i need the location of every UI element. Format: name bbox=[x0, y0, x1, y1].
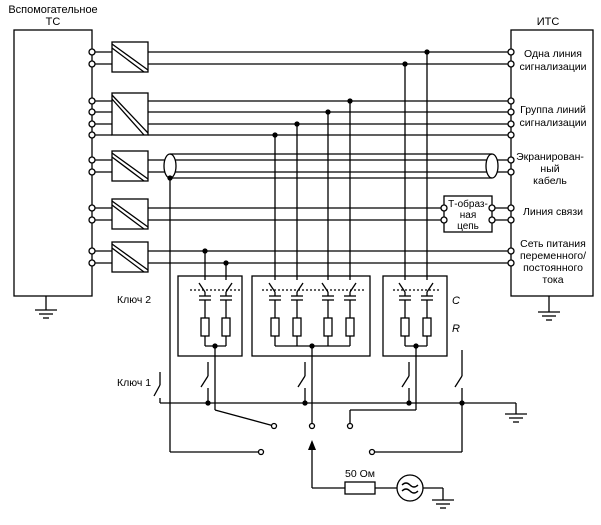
its-block: ИТС Одна линия сигнализации Группа линий… bbox=[510, 16, 594, 321]
its-label-power-1: Сеть питания bbox=[520, 238, 586, 250]
ground-generator-icon bbox=[432, 499, 454, 509]
its-label-shielded-2: ный bbox=[540, 163, 559, 175]
shielded-cable-shield bbox=[163, 153, 499, 179]
junction-dots bbox=[167, 49, 430, 266]
right-terminals bbox=[440, 48, 515, 267]
ground-bus-icon bbox=[505, 403, 527, 423]
cr-network-3 bbox=[382, 270, 448, 378]
cr-network-1 bbox=[177, 270, 243, 378]
t-network: Т-образ- ная цепь bbox=[443, 195, 493, 233]
coupling-device-2 bbox=[111, 92, 149, 136]
coupling-device-1 bbox=[111, 41, 149, 73]
its-label-power-4: тока bbox=[542, 274, 563, 286]
auxiliary-equipment-title-1: Вспомогательное bbox=[8, 4, 97, 16]
auxiliary-equipment-block: Вспомогательное ТС bbox=[8, 4, 98, 319]
its-label-signal-group-2: сигнализации bbox=[520, 117, 587, 129]
selector-arrow bbox=[308, 440, 316, 488]
t-network-label-2: ная bbox=[460, 210, 477, 221]
ground-left-icon bbox=[35, 309, 57, 319]
coupling-device-5 bbox=[111, 241, 149, 273]
its-label-comm-line: Линия связи bbox=[523, 206, 583, 218]
generator-icon bbox=[396, 474, 424, 502]
resistor-50-ohm-label: 50 Ом bbox=[345, 468, 375, 480]
its-label-power-3: постоянного bbox=[523, 262, 583, 274]
auxiliary-equipment-box bbox=[13, 29, 93, 297]
its-label-shielded-1: Экранирован- bbox=[516, 151, 584, 163]
t-network-label-3: цепь bbox=[457, 221, 479, 232]
key1-label: Ключ 1 bbox=[117, 377, 151, 389]
cr-branch bbox=[198, 270, 211, 346]
its-label-power-2: переменного/ bbox=[520, 250, 586, 262]
its-label-signal-line-1: Одна линия bbox=[524, 48, 582, 60]
main-lines bbox=[148, 51, 511, 264]
capacitor-label: C bbox=[452, 295, 460, 307]
its-title: ИТС bbox=[537, 16, 560, 28]
resistor-50-ohm bbox=[344, 481, 376, 495]
resistor-network-label: R bbox=[452, 323, 460, 335]
its-label-shielded-3: кабель bbox=[533, 175, 567, 187]
ground-right-icon bbox=[538, 311, 560, 321]
coupling-device-3 bbox=[111, 150, 149, 182]
its-label-signal-group-1: Группа линий bbox=[520, 104, 586, 116]
cr-network-2 bbox=[251, 270, 371, 378]
key-wiring bbox=[160, 350, 516, 453]
vertical-taps bbox=[169, 52, 428, 452]
bus-dots bbox=[205, 343, 465, 406]
key2-label: Ключ 2 bbox=[117, 294, 151, 306]
auxiliary-equipment-title-2: ТС bbox=[46, 16, 61, 28]
switch-terminals bbox=[257, 422, 376, 456]
cr-branch bbox=[220, 270, 233, 346]
left-terminals bbox=[88, 48, 112, 267]
coupling-device-4 bbox=[111, 198, 149, 230]
t-network-label-1: Т-образ- bbox=[448, 198, 488, 210]
its-label-signal-line-2: сигнализации bbox=[520, 61, 587, 73]
coupling-devices bbox=[111, 41, 149, 273]
